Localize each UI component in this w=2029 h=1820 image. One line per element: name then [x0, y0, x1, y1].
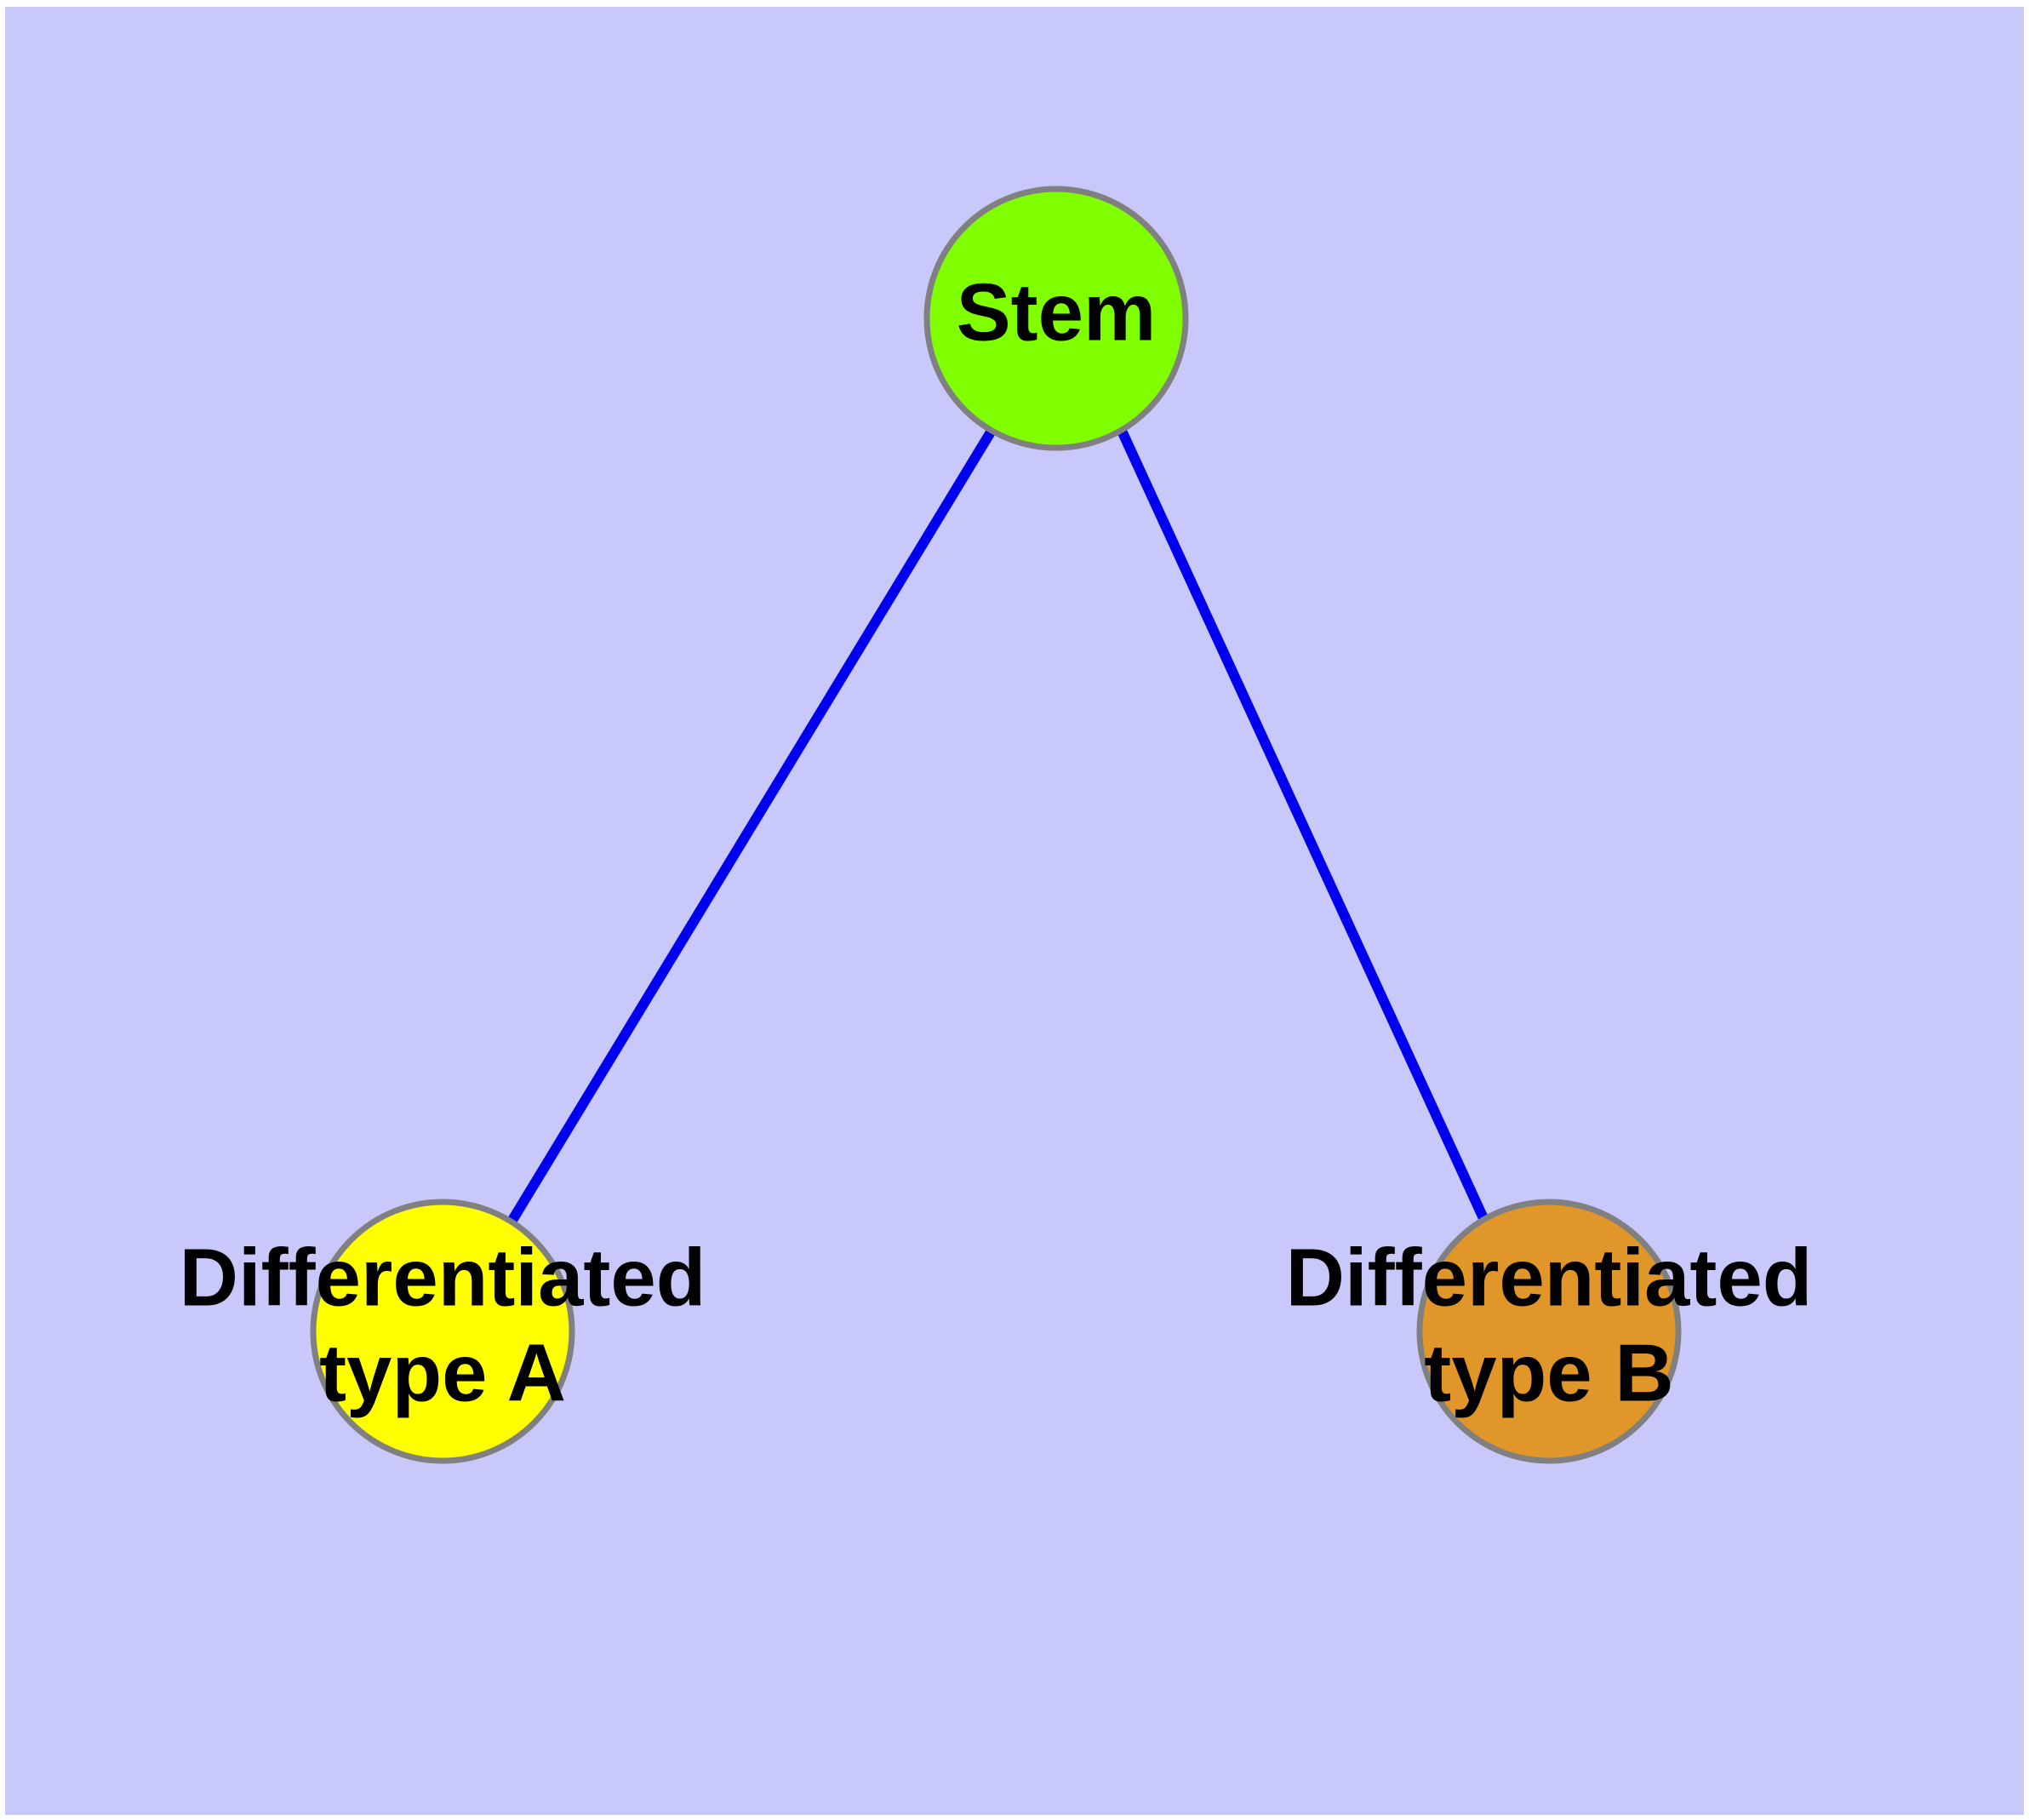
node-stem-label: Stem: [957, 266, 1157, 358]
node-differentiated-type-a-label-line2: type A: [319, 1327, 566, 1418]
node-stem[interactable]: [923, 186, 1189, 451]
node-differentiated-type-b[interactable]: [1416, 1199, 1682, 1464]
node-differentiated-type-a[interactable]: [310, 1199, 575, 1464]
node-differentiated-type-b-label-line2: type B: [1424, 1327, 1673, 1418]
edge-stem-to-differentiated-type-a[interactable]: [504, 427, 997, 1229]
node-labels-group: Stem Differentiated type A Differentiate…: [180, 266, 1813, 1418]
node-differentiated-type-a-label-line1: Differentiated: [180, 1232, 706, 1323]
node-differentiated-type-b-label-line1: Differentiated: [1286, 1232, 1813, 1323]
nodes-group: [310, 186, 1682, 1464]
edge-stem-to-differentiated-type-b[interactable]: [1117, 428, 1493, 1230]
edges-group: [504, 427, 1493, 1230]
